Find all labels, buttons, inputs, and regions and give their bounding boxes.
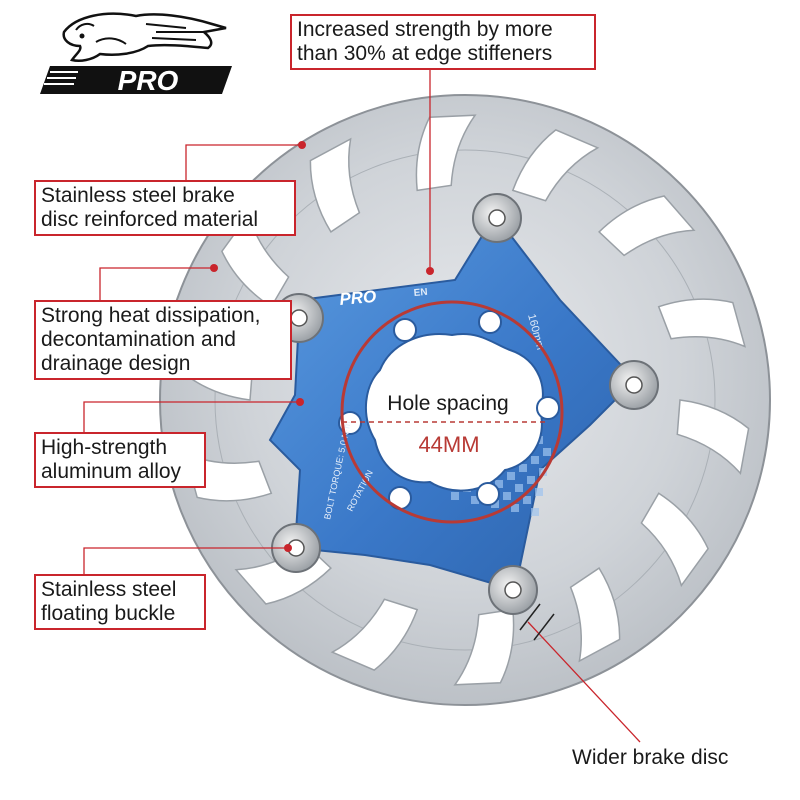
mount-hole: [536, 396, 560, 420]
hole-spacing-label: Hole spacing: [387, 392, 508, 415]
callout-heat-dissipation: Strong heat dissipation, decontamination…: [34, 300, 292, 380]
callout-heat-dissipation-line2: decontamination and: [41, 328, 236, 351]
callout-steel-material-line1: Stainless steel brake: [41, 184, 235, 207]
cooling-slot: [569, 567, 621, 663]
spider-brand-marking: PRO: [339, 287, 377, 309]
checker-square: [531, 456, 539, 464]
callout-heat-dissipation-line1: Strong heat dissipation,: [41, 304, 261, 327]
checker-square: [543, 448, 551, 456]
checker-square: [511, 504, 519, 512]
cooling-slot: [309, 137, 361, 233]
spider-brand-suffix: EN: [413, 287, 428, 299]
callout-floating-buckle-line1: Stainless steel: [41, 578, 177, 601]
logo-text: PRO: [118, 65, 179, 96]
checker-square: [519, 464, 527, 472]
checker-square: [491, 500, 499, 508]
floating-buckles: [271, 193, 659, 615]
brand-logo: PRO: [40, 12, 232, 96]
floating-buckle-rivet: [488, 565, 538, 615]
callout-floating-buckle: Stainless steel floating buckle: [34, 574, 206, 630]
cooling-slot: [657, 298, 747, 348]
cooling-slot: [676, 399, 750, 475]
cooling-slot: [511, 129, 600, 202]
callout-steel-material-line2: disc reinforced material: [41, 208, 259, 231]
hole-spacing-value: 44MM: [418, 432, 479, 457]
wolf-icon: [62, 12, 227, 62]
mount-hole: [478, 310, 502, 334]
checker-square: [535, 488, 543, 496]
checker-square: [507, 472, 515, 480]
cooling-slot: [598, 195, 696, 257]
cooling-slot: [640, 492, 709, 588]
callout-floating-buckle-line2: floating buckle: [41, 602, 176, 625]
floating-buckle-rivet: [271, 523, 321, 573]
checker-square: [471, 496, 479, 504]
mount-hole: [393, 318, 417, 342]
checker-square: [515, 484, 523, 492]
checker-square: [503, 492, 511, 500]
checker-square: [527, 476, 535, 484]
cooling-slot: [415, 114, 477, 192]
checker-square: [531, 508, 539, 516]
checker-square: [523, 496, 531, 504]
checker-square: [495, 480, 503, 488]
disc-width-marker: [519, 603, 555, 641]
callout-edge-strength: Increased strength by more than 30% at e…: [290, 14, 596, 70]
mount-hole: [476, 482, 500, 506]
callout-aluminum-alloy-line1: High-strength: [41, 436, 168, 459]
pro-wordmark: PRO: [40, 65, 232, 96]
wider-disc-label: Wider brake disc: [572, 746, 729, 769]
checker-square: [451, 492, 459, 500]
floating-buckle-rivet: [472, 193, 522, 243]
callout-edge-strength-line1: Increased strength by more: [297, 18, 553, 41]
cooling-slot: [453, 608, 515, 686]
callout-aluminum-alloy-line2: aluminum alloy: [41, 460, 182, 483]
callout-aluminum-alloy: High-strength aluminum alloy: [34, 432, 206, 488]
hole-spacing-measurement: Hole spacing 44MM: [340, 300, 564, 524]
floating-buckle-rivet: [609, 360, 659, 410]
leader-lines: [83, 42, 641, 743]
leader-dots: [210, 141, 434, 552]
callout-heat-dissipation-line3: drainage design: [41, 352, 191, 375]
callout-edge-strength-line2: than 30% at edge stiffeners: [297, 42, 553, 65]
callout-steel-material: Stainless steel brake disc reinforced ma…: [34, 180, 296, 236]
cooling-slot: [330, 598, 419, 671]
